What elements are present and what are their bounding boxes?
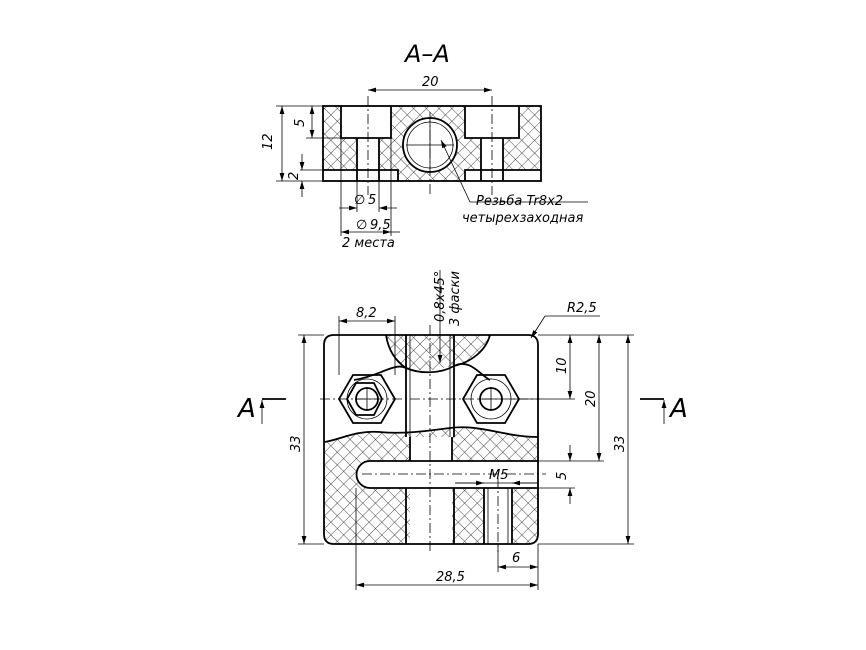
dim-radius: R2,5: [567, 301, 597, 316]
plan-view: 0,8х45° 3 фаски 8,2 R2,5 10 20 33 5 33: [236, 270, 688, 590]
dim-height: 12: [261, 133, 276, 150]
dim-bottom: 2: [287, 172, 302, 180]
left-bottom-recess: [323, 170, 398, 181]
dim-hole: 5: [368, 193, 376, 208]
dim-33-right: 33: [613, 435, 628, 452]
thread-note-line1: Резьба Tr8x2: [476, 194, 563, 209]
dim-pitch: 20: [422, 75, 439, 90]
dim-counterbore-symbol: ∅: [356, 218, 367, 233]
cut-label-right: А: [668, 394, 688, 424]
dim-counterbore: 9,5: [370, 218, 391, 233]
dim-chamfer: 0,8х45°: [433, 271, 448, 322]
section-title: А–А: [403, 40, 450, 68]
dim-33-left: 33: [289, 435, 304, 452]
dim-chamfer-count: 3 фаски: [448, 271, 463, 326]
thread-note-line2: четырехзаходная: [462, 211, 583, 226]
dim-overall: 28,5: [436, 570, 465, 585]
dim-width-left: 8,2: [356, 306, 377, 321]
slot: [356, 461, 538, 488]
dim-10: 10: [555, 357, 570, 374]
note-count: 2 места: [342, 236, 395, 251]
dim-hole-symbol: ∅: [354, 193, 365, 208]
cut-label-left: А: [236, 394, 256, 424]
dim-thread: M5: [489, 468, 509, 483]
dim-5: 5: [555, 472, 570, 480]
dim-6: 6: [512, 551, 520, 566]
section-view: А–А 20 12 5: [261, 40, 588, 251]
left-counterbore: [341, 106, 391, 138]
dim-counterbore-depth: 5: [293, 119, 308, 127]
dim-20: 20: [584, 390, 599, 407]
